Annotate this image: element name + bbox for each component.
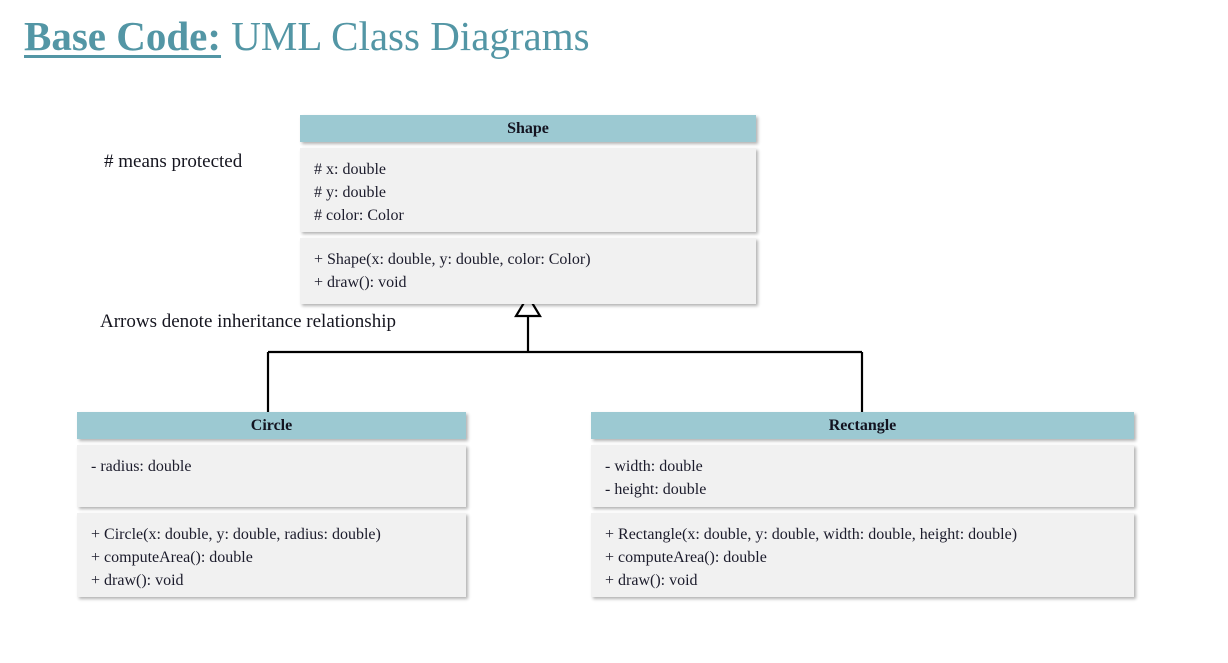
- note-inheritance-meaning: Arrows denote inheritance relationship: [100, 311, 396, 332]
- uml-class-shape[interactable]: Shape # x: double # y: double # color: C…: [300, 115, 756, 304]
- page-title-rest: UML Class Diagrams: [221, 13, 590, 59]
- uml-attribute: - width: double: [605, 458, 703, 475]
- uml-method: + computeArea(): double: [605, 549, 767, 566]
- uml-method: + draw(): void: [605, 572, 698, 589]
- uml-class-circle-methods: + Circle(x: double, y: double, radius: d…: [77, 513, 466, 597]
- uml-class-rectangle[interactable]: Rectangle - width: double - height: doub…: [591, 412, 1134, 597]
- uml-method: + draw(): void: [314, 274, 407, 291]
- uml-class-circle[interactable]: Circle - radius: double + Circle(x: doub…: [77, 412, 466, 597]
- page-title-lead: Base Code:: [24, 13, 222, 59]
- uml-class-rectangle-methods: + Rectangle(x: double, y: double, width:…: [591, 513, 1134, 597]
- uml-attribute: - radius: double: [91, 458, 192, 475]
- note-protected-meaning: # means protected: [104, 151, 243, 172]
- uml-attribute: # y: double: [314, 184, 386, 201]
- uml-method: + Circle(x: double, y: double, radius: d…: [91, 526, 381, 543]
- uml-attribute: - height: double: [605, 481, 707, 498]
- uml-method: + computeArea(): double: [91, 549, 253, 566]
- uml-class-rectangle-attributes: - width: double - height: double: [591, 445, 1134, 507]
- uml-attribute: # x: double: [314, 161, 386, 178]
- uml-class-circle-attributes: - radius: double: [77, 445, 466, 507]
- uml-method: + draw(): void: [91, 572, 184, 589]
- uml-class-shape-attributes: # x: double # y: double # color: Color: [300, 148, 756, 232]
- uml-class-rectangle-name: Rectangle: [591, 412, 1134, 439]
- uml-class-shape-name: Shape: [300, 115, 756, 142]
- uml-method: + Rectangle(x: double, y: double, width:…: [605, 526, 1018, 543]
- uml-attribute: # color: Color: [314, 207, 404, 224]
- uml-method: + Shape(x: double, y: double, color: Col…: [314, 251, 591, 268]
- uml-class-circle-name: Circle: [77, 412, 466, 439]
- uml-class-shape-methods: + Shape(x: double, y: double, color: Col…: [300, 238, 756, 304]
- page-title: Base Code: UML Class Diagrams: [24, 10, 590, 62]
